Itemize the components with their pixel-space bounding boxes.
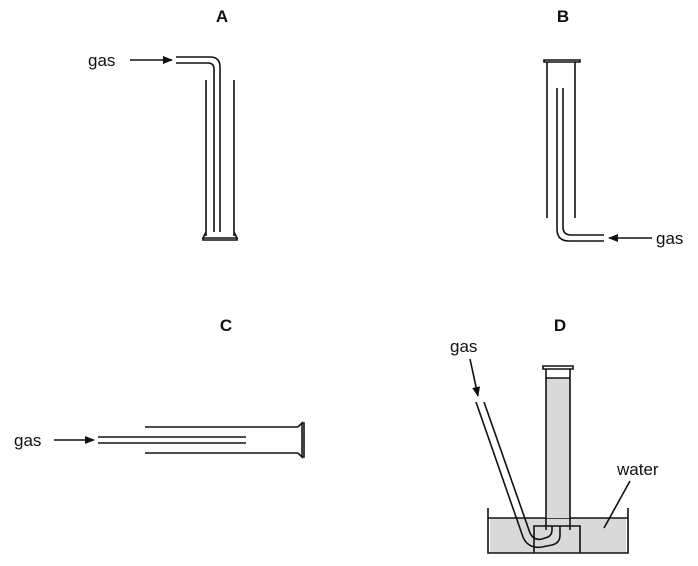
panel-a: A gas	[88, 7, 239, 241]
panel-d-trough	[487, 508, 629, 554]
panel-d-water-pointer	[603, 480, 631, 529]
panel-b-delivery-tube-inner	[562, 88, 604, 236]
panel-b-delivery-tube-outer	[556, 88, 604, 242]
panel-b-tube-rim	[543, 59, 581, 63]
panel-d-gas-arrow	[469, 358, 481, 397]
panel-d-label: D	[554, 316, 566, 335]
panel-a-delivery-tube-outer	[176, 56, 221, 232]
panel-d-trough-water	[490, 518, 626, 553]
panel-a-delivery-tube-inner	[176, 62, 215, 232]
panel-d: D gas water	[450, 316, 659, 554]
panel-d-water-label: water	[616, 460, 659, 479]
panel-d-delivery-tube-outer	[475, 401, 561, 549]
panel-a-tube-rim	[201, 231, 239, 241]
panel-d-delivery-tube-inner	[483, 401, 553, 541]
panel-b: B gas	[543, 7, 683, 248]
panel-a-gas-label: gas	[88, 51, 115, 70]
panel-c-label: C	[220, 316, 232, 335]
panel-d-beehive-shelf	[533, 525, 581, 553]
panel-b-gas-label: gas	[656, 229, 683, 248]
panel-c-gas-label: gas	[14, 431, 41, 450]
panel-d-gas-label: gas	[450, 337, 477, 356]
panel-b-label: B	[557, 7, 569, 26]
panel-d-tube-rim	[542, 365, 574, 370]
panel-c: C gas	[14, 316, 305, 459]
panel-d-tube-water	[546, 378, 570, 518]
panel-a-label: A	[216, 7, 228, 26]
panel-c-tube-rim	[297, 421, 305, 459]
